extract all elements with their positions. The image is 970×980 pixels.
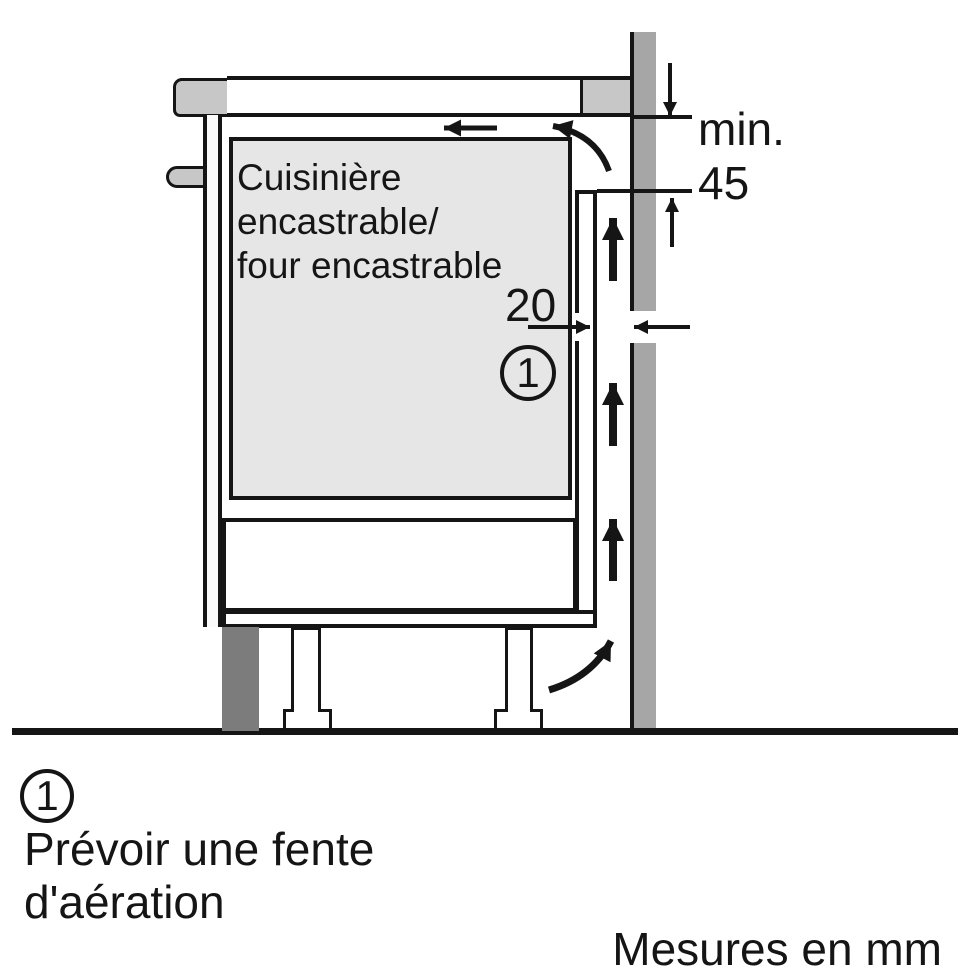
appliance-label-line1: Cuisinière [237,157,402,198]
legend-callout-number: 1 [35,772,59,819]
appliance-label-line3: four encastrable [237,245,503,286]
cabinet-side-panel [203,115,222,627]
appliance-label-line2: encastrable/ [237,201,439,242]
worktop-left-edge [173,78,230,117]
callout-badge: 1 [500,345,556,401]
callout-number: 1 [516,349,540,396]
worktop-right-edge [580,76,630,117]
legend-note-line1: Prévoir une fente [24,823,375,875]
clearance-dimension-value: 45 [698,157,750,209]
built-in-oven-body: Cuisinière encastrable/ four encastrable [229,137,572,500]
kitchen-wall [630,32,656,731]
airflow-curve-bottom-icon [547,639,615,694]
clearance-dimension-prefix: min. [698,103,785,155]
cabinet-bottom-panel [222,610,597,628]
rear-vent-panel [575,190,597,612]
left-foot [291,627,321,712]
drawer-compartment [222,518,577,612]
legend-callout-badge: 1 [20,769,74,823]
appliance-label: Cuisinière encastrable/ four encastrable [233,141,568,288]
worktop [227,76,580,117]
legend-note-line2: d'aération [24,876,225,928]
left-foot-base [283,709,332,731]
legend-note: Prévoir une fente d'aération [24,823,504,929]
appliance-handle [166,166,207,188]
plinth-panel [222,627,259,731]
right-foot-base [494,709,543,731]
clearance-dimension-label: min. 45 [698,102,785,210]
gap-dimension-value: 20 [505,279,557,331]
units-note: Mesures en mm [612,923,942,975]
right-foot [505,627,533,712]
floor-line [12,728,958,735]
